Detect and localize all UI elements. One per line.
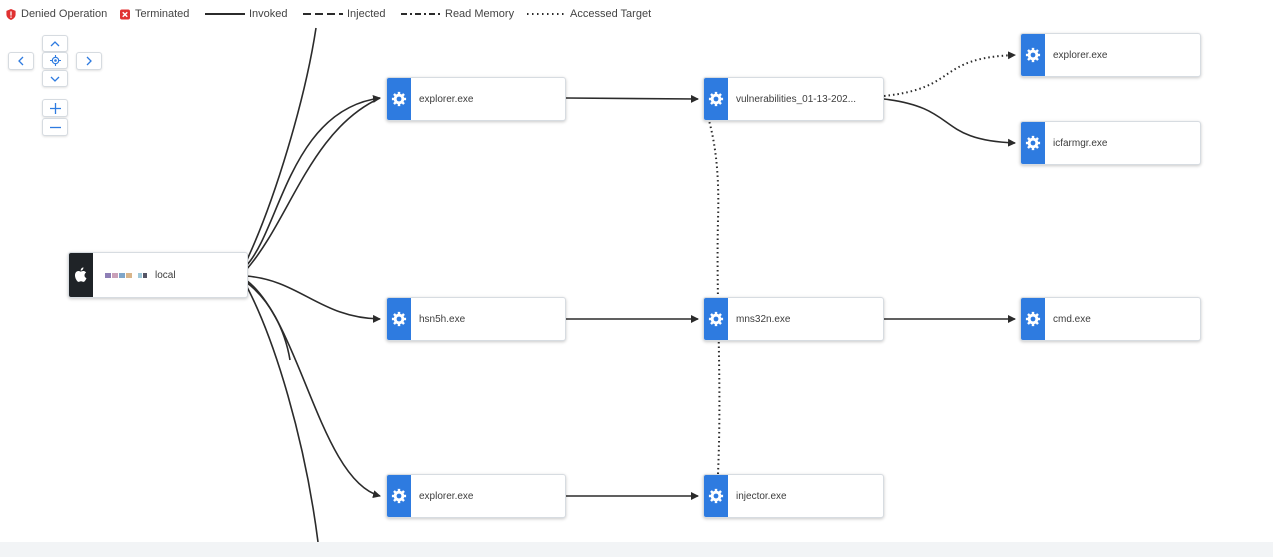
- process-label: hsn5h.exe: [419, 313, 466, 325]
- pan-down-button[interactable]: [42, 70, 68, 87]
- chevron-up-icon: [50, 40, 60, 46]
- crosshair-icon: [49, 55, 61, 66]
- legend-invoked: Invoked: [205, 8, 288, 20]
- legend-terminated-label: Terminated: [135, 8, 190, 20]
- dash-dot-line-icon: [401, 13, 441, 15]
- chevron-down-icon: [50, 76, 60, 82]
- center-view-button[interactable]: [42, 52, 68, 69]
- gear-icon: [1021, 34, 1045, 76]
- legend-read-memory-label: Read Memory: [445, 8, 515, 20]
- apple-icon: [69, 253, 93, 297]
- legend-read-memory: Read Memory: [401, 8, 514, 20]
- minus-icon: [49, 126, 61, 128]
- legend-invoked-label: Invoked: [249, 8, 288, 20]
- edge-host-hsn5h: [245, 275, 381, 323]
- gear-icon: [704, 78, 728, 120]
- process-label: mns32n.exe: [736, 313, 791, 325]
- solid-line-icon: [205, 13, 245, 15]
- legend-injected: Injected: [303, 8, 386, 20]
- gear-icon: [704, 475, 728, 517]
- gear-icon: [1021, 122, 1045, 164]
- edge-host-explorer-b: [245, 97, 381, 271]
- host-label: local: [155, 269, 176, 281]
- process-node-injector[interactable]: injector.exe: [703, 474, 884, 518]
- chevron-right-icon: [86, 56, 92, 66]
- gear-icon: [1021, 298, 1045, 340]
- pan-right-button[interactable]: [76, 52, 102, 70]
- process-node-hsn5h[interactable]: hsn5h.exe: [386, 297, 566, 341]
- process-label: explorer.exe: [1053, 49, 1108, 61]
- legend-denied-label: Denied Operation: [21, 8, 108, 20]
- chevron-left-icon: [18, 56, 24, 66]
- gear-icon: [387, 298, 411, 340]
- process-label: injector.exe: [736, 490, 787, 502]
- legend-denied: Denied Operation: [6, 8, 107, 20]
- edge-host-offscreen-top: [245, 27, 317, 263]
- process-node-explorer-bottom[interactable]: explorer.exe: [386, 474, 566, 518]
- edge-host-explorer: [245, 94, 381, 267]
- legend-injected-label: Injected: [347, 8, 386, 20]
- pan-up-button[interactable]: [42, 35, 68, 52]
- process-label: icfarmgr.exe: [1053, 137, 1108, 149]
- zoom-in-button[interactable]: [42, 99, 68, 117]
- process-label: explorer.exe: [419, 490, 474, 502]
- legend-terminated: Terminated: [120, 8, 189, 20]
- process-node-vulnerabilities[interactable]: vulnerabilities_01-13-202...: [703, 77, 884, 121]
- edge-host-offscreen-mid: [245, 281, 291, 361]
- process-label: explorer.exe: [419, 93, 474, 105]
- dashed-line-icon: [303, 13, 343, 15]
- edge-explorer-vuln: [565, 94, 699, 103]
- process-label: vulnerabilities_01-13-202...: [736, 93, 857, 105]
- plus-icon: [49, 102, 61, 114]
- legend-accessed-target: Accessed Target: [526, 8, 651, 20]
- zoom-out-button[interactable]: [42, 118, 68, 136]
- process-label: cmd.exe: [1053, 313, 1091, 325]
- redacted-hostname: [105, 272, 147, 278]
- process-node-mns32n[interactable]: mns32n.exe: [703, 297, 884, 341]
- process-node-explorer[interactable]: explorer.exe: [386, 77, 566, 121]
- bottom-bar: [0, 542, 1273, 557]
- pan-left-button[interactable]: [8, 52, 34, 70]
- denied-shield-icon: [6, 8, 16, 20]
- edge-vuln-icfarmgr: [883, 98, 1016, 147]
- process-node-cmd[interactable]: cmd.exe: [1020, 297, 1201, 341]
- process-node-icfarmgr[interactable]: icfarmgr.exe: [1020, 121, 1201, 165]
- host-node[interactable]: local: [68, 252, 248, 298]
- edge-injector-vuln-dotted: [704, 109, 721, 475]
- process-node-explorer-right[interactable]: explorer.exe: [1020, 33, 1201, 77]
- legend-accessed-target-label: Accessed Target: [570, 8, 652, 20]
- edge-vuln-explorer-dotted: [883, 51, 1016, 97]
- gear-icon: [387, 475, 411, 517]
- gear-icon: [387, 78, 411, 120]
- terminated-badge-icon: [120, 9, 130, 19]
- dotted-line-icon: [527, 13, 566, 15]
- edge-host-explorer2: [245, 279, 381, 499]
- edge-host-offscreen-bottom: [245, 284, 319, 543]
- gear-icon: [704, 298, 728, 340]
